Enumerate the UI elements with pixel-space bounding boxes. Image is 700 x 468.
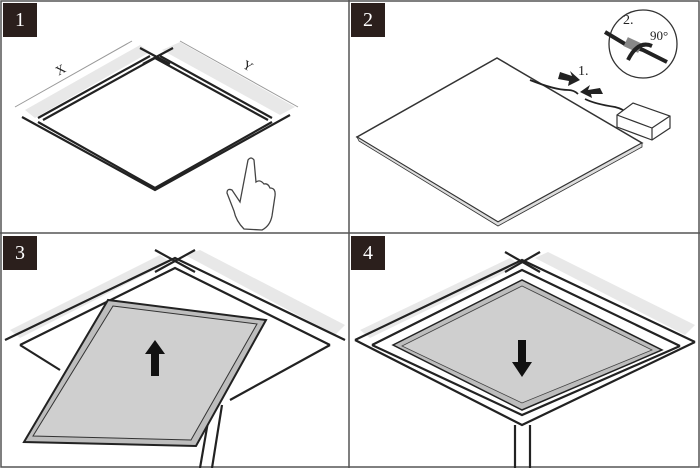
rotation-angle-label: 90°: [650, 28, 669, 43]
pointing-hand-icon: [226, 157, 276, 231]
step2-callout-2: 2.: [623, 13, 634, 28]
step-1-badge: 1: [3, 3, 37, 37]
step2-callout-1: 1.: [578, 64, 589, 79]
step-2-badge: 2: [351, 3, 385, 37]
step-3-badge: 3: [3, 236, 37, 270]
step2-led-panel: [355, 57, 644, 227]
step1-ceiling-grid: [14, 40, 299, 192]
rotate-arrow-icon: [626, 42, 653, 61]
dimension-lines: [14, 40, 299, 108]
step4-installed-panel: [391, 279, 664, 411]
connector-detail-callout: [603, 9, 678, 79]
step3-tilted-panel: [22, 298, 268, 448]
arrow-down-icon: [512, 340, 532, 377]
step3-ceiling-grid: [4, 249, 346, 468]
step-4-badge: 4: [351, 236, 385, 270]
arrow-up-icon: [145, 340, 165, 376]
connection-arrows: [558, 71, 603, 98]
led-driver-box: [616, 102, 671, 141]
step4-ceiling-grid: [354, 251, 696, 468]
